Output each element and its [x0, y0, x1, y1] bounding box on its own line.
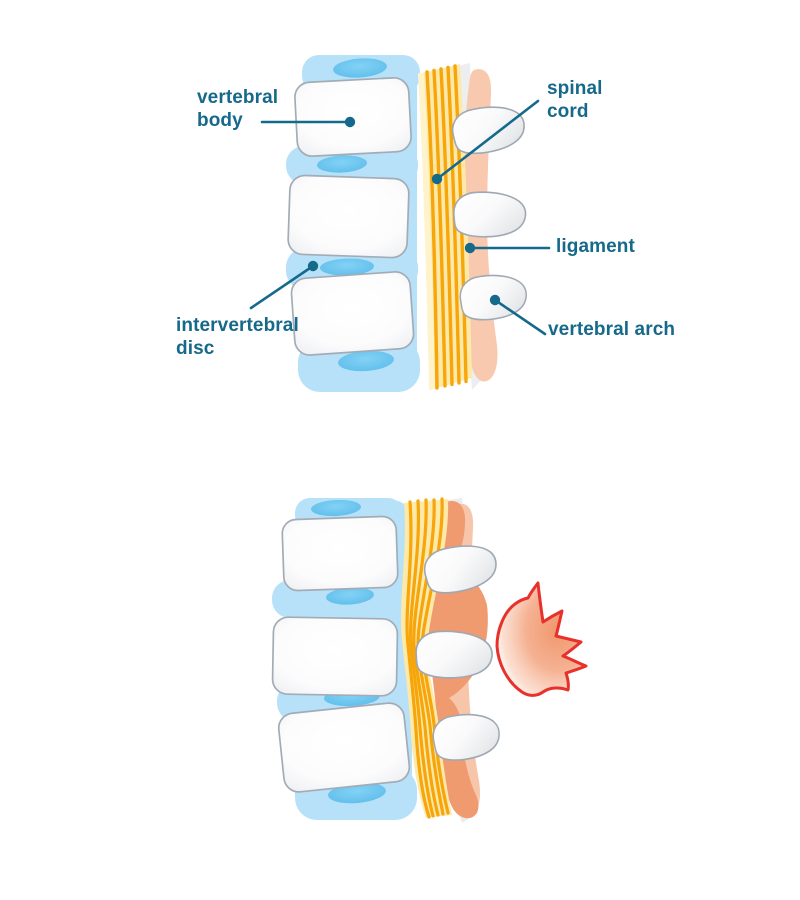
compressed-spine-panel [271, 497, 588, 823]
normal-spine-panel [249, 55, 551, 392]
vertebra [290, 271, 415, 356]
cord-strand [439, 67, 454, 387]
vertebra [287, 174, 410, 259]
vertebral-arch-shape [451, 189, 528, 240]
label-ligament: ligament [556, 236, 635, 257]
label-intervertebral-disc: intervertebral disc [176, 315, 299, 360]
intervertebral-disc-pointer-dot [307, 260, 319, 272]
vertebral-body-pointer-dot [344, 116, 356, 128]
disc [317, 155, 367, 173]
spinal-cord-pointer-line [435, 99, 540, 181]
cord-strand [412, 498, 440, 817]
label-vertebral-body: vertebral body [197, 87, 279, 132]
intervertebral-discs [317, 58, 394, 372]
label-vertebral-arch: vertebral arch [548, 319, 676, 340]
vertebral-bodies [287, 76, 415, 356]
vertebral-bodies [271, 515, 411, 793]
disc [338, 350, 394, 372]
annotation-pointers [249, 99, 551, 336]
disc [326, 587, 374, 605]
disc [311, 499, 361, 517]
cord-strand [408, 499, 435, 818]
vertebral-arch-shape [431, 711, 502, 763]
pain-starburst-icon [495, 581, 588, 697]
vertebral-arch-pointer-dot [489, 294, 501, 306]
intervertebral-disc-pointer-line [249, 264, 315, 310]
cord-strand [432, 68, 447, 388]
vertebra [277, 702, 411, 793]
vertebra [294, 76, 412, 158]
ligament-pointer-dot [464, 242, 476, 254]
label-spinal-cord: spinal cord [547, 78, 603, 123]
vertebral-arches [449, 102, 528, 322]
disc [333, 58, 387, 78]
vertebral-arch-pointer-line [493, 298, 547, 336]
cord-strand [425, 70, 439, 390]
vertebra [271, 616, 399, 697]
cord-highlight [418, 72, 435, 390]
cord-strand [405, 500, 431, 819]
vertebra [281, 515, 399, 592]
spinal-cord-pointer-dot [431, 173, 443, 185]
disc [320, 258, 374, 276]
annotation-dots [307, 116, 501, 306]
